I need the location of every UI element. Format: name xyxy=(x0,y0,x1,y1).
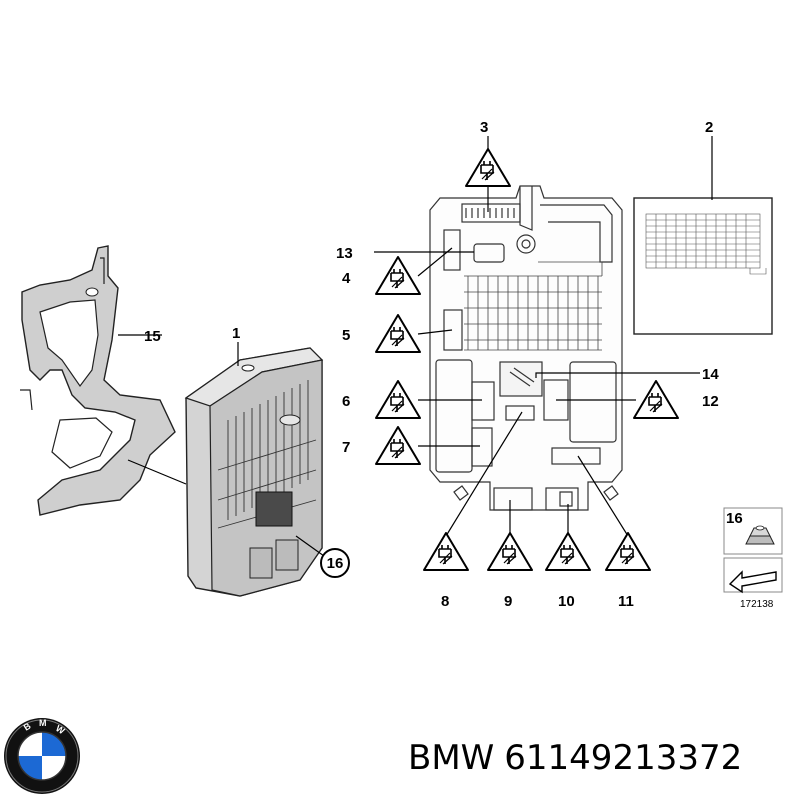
leader-lines xyxy=(118,136,713,557)
callout-16-circle: 16 xyxy=(320,548,350,578)
callout-3: 3 xyxy=(480,119,488,136)
warning-icon-8 xyxy=(423,532,469,571)
bmw-logo: B M W xyxy=(4,718,80,794)
warning-icon-4 xyxy=(375,256,421,295)
svg-text:B: B xyxy=(22,721,33,733)
callout-7: 7 xyxy=(342,439,350,456)
callout-13: 13 xyxy=(336,245,353,262)
callout-11: 11 xyxy=(618,593,634,610)
callout-6: 6 xyxy=(342,393,350,410)
callout-4: 4 xyxy=(342,270,351,287)
warning-icon-12 xyxy=(633,380,679,419)
callout-10: 10 xyxy=(558,593,575,610)
callout-1: 1 xyxy=(232,325,240,342)
callout-8: 8 xyxy=(441,593,449,610)
fuse-grid xyxy=(464,261,603,351)
callout-5: 5 xyxy=(342,327,350,344)
callout-14: 14 xyxy=(702,366,719,383)
svg-text:M: M xyxy=(39,718,47,728)
warning-icon-10 xyxy=(545,532,591,571)
warning-icon-7 xyxy=(375,426,421,465)
brand-name: BMW xyxy=(408,738,495,778)
control-module-part-1 xyxy=(184,347,324,597)
diagram-reference: 172138 xyxy=(740,599,774,610)
callout-12: 12 xyxy=(702,393,719,410)
label-sheet-part-2 xyxy=(633,197,773,335)
warning-icon-11 xyxy=(605,532,651,571)
detail-panel: 16 172138 xyxy=(723,507,783,610)
callout-16-detail: 16 xyxy=(726,510,743,527)
callout-2: 2 xyxy=(705,119,713,136)
callout-15: 15 xyxy=(144,328,161,345)
arrow-icon xyxy=(728,570,777,594)
bracket-part-15 xyxy=(20,245,176,516)
warning-icon-9 xyxy=(487,532,533,571)
warning-icon-3 xyxy=(465,148,511,187)
callout-16: 16 xyxy=(327,555,344,572)
warning-icon-6 xyxy=(375,380,421,419)
clip-nut-icon xyxy=(745,525,775,545)
fuse-box-housing xyxy=(429,185,623,511)
warning-icon-5 xyxy=(375,314,421,353)
callout-9: 9 xyxy=(504,593,512,610)
part-number: 61149213372 xyxy=(504,738,743,778)
